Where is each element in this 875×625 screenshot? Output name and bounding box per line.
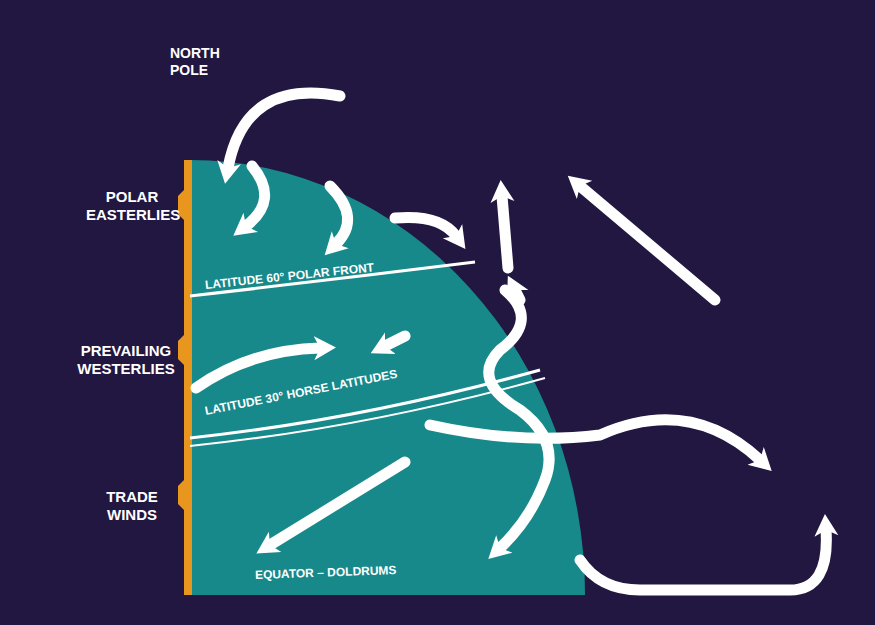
wind-label: LATITUDE 60° POLAR FRONT bbox=[204, 250, 474, 293]
wind-label: EQUATOR – DOLDRUMS bbox=[255, 560, 495, 583]
wind-arrows bbox=[196, 93, 826, 590]
wind-label: NORTH POLE bbox=[170, 45, 240, 79]
wind-label: PREVAILING WESTERLIES bbox=[70, 342, 182, 378]
wind-label: POLAR EASTERLIES bbox=[86, 188, 178, 224]
earth-axis bbox=[178, 160, 192, 595]
wind-label: LATITUDE 30° HORSE LATITUDES bbox=[204, 347, 501, 418]
wind-label: TRADE WINDS bbox=[86, 488, 178, 524]
globe-quadrant bbox=[190, 160, 585, 595]
